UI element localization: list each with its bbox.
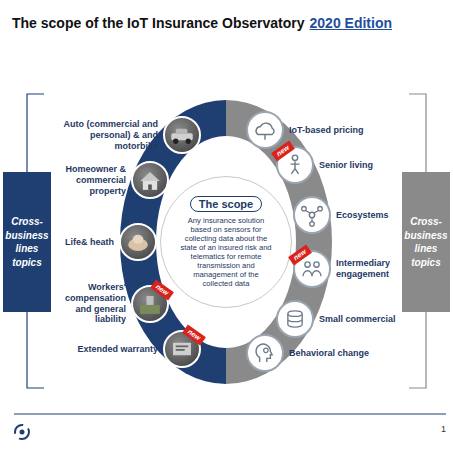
scope-circle: The scopeAny insurance solution based on… [160, 176, 292, 308]
footer-rule [14, 414, 446, 415]
inner-ground [156, 136, 296, 348]
item-label: Behavioral change [289, 348, 398, 359]
edition-link: 2020 Edition [310, 15, 392, 31]
item-icon [165, 118, 199, 152]
item-icon [248, 113, 282, 147]
item-label: Life& heath [55, 237, 114, 248]
item-label: Ecosystems [336, 210, 398, 221]
item-icon [133, 163, 167, 197]
item-label: Intermediary engagement [336, 258, 398, 280]
item-label: Homeowner & commercial property [55, 164, 126, 196]
logo [15, 425, 29, 439]
item-label: Extended warranty [55, 344, 158, 355]
item-label: Auto (commercial and personal) & and mot… [55, 119, 158, 151]
line-photo-circle: Homeowner & commercial property [131, 161, 169, 199]
item-label: Small commercial [319, 314, 398, 325]
item-icon [121, 225, 155, 259]
item-icon [295, 198, 329, 232]
line-photo-circle: Life& heath [119, 223, 157, 261]
topic-icon-circle: Small commercial [276, 300, 314, 338]
item-label: IoT-based pricing [289, 125, 398, 136]
cross-topic-band: Cross-business lines topics [402, 172, 450, 312]
item-label: Workers' compensation and general liabil… [55, 282, 126, 325]
item-icon [248, 336, 282, 370]
line-photo-circle: Auto (commercial and personal) & and mot… [163, 116, 201, 154]
title-line: The scope of the IoT Insurance Observato… [12, 14, 444, 32]
topic-icon-circle: Ecosystems [293, 196, 331, 234]
page-number: 1 [432, 424, 446, 434]
cross-topic-band: Cross-business lines topics [3, 172, 51, 312]
item-icon [278, 302, 312, 336]
band-text: Cross-business lines topics [404, 215, 448, 269]
item-label: Senior living [319, 160, 398, 171]
topic-icon-circle: IoT-based pricing [246, 111, 284, 149]
scope-heading: The scope [190, 196, 262, 212]
topic-icon-circle: Behavioral change [246, 334, 284, 372]
scope-body: Any insurance solution based on sensors … [178, 216, 274, 289]
title: The scope of the IoT Insurance Observato… [12, 15, 305, 31]
band-text: Cross-business lines topics [5, 215, 49, 269]
